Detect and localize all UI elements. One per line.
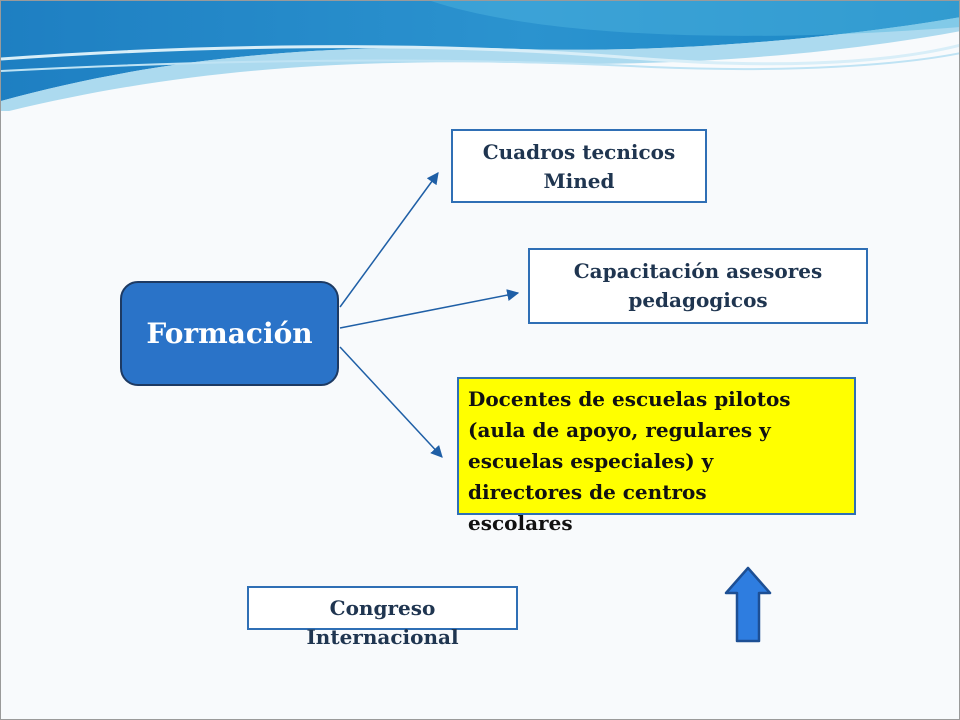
congreso-line-1: Congreso: [329, 596, 436, 620]
docentes-line: escolares: [468, 511, 573, 535]
cuadros-tecnicos-node: Cuadros tecnicos Mined: [451, 129, 707, 203]
formacion-label: Formación: [146, 317, 313, 350]
cuadros-line-2: Mined: [543, 169, 615, 193]
capacitacion-line-2: pedagogicos: [628, 288, 768, 312]
docentes-line: Docentes de escuelas pilotos: [468, 387, 791, 411]
capacitacion-node: Capacitación asesores pedagogicos: [528, 248, 868, 324]
up-arrow-icon: [724, 566, 772, 643]
arrow-to-docentes: [339, 346, 443, 458]
congreso-line-2: Internacional: [306, 625, 459, 649]
cuadros-line-1: Cuadros tecnicos: [482, 140, 676, 164]
arrow-to-capacitacion: [339, 289, 520, 329]
wave-banner: [1, 1, 959, 111]
capacitacion-line-1: Capacitación asesores: [573, 259, 823, 283]
docentes-line: escuelas especiales) y: [468, 449, 714, 473]
docentes-node: Docentes de escuelas pilotos (aula de ap…: [457, 377, 856, 535]
formacion-node: Formación: [120, 281, 339, 386]
docentes-line: (aula de apoyo, regulares y: [468, 418, 771, 442]
arrow-to-cuadros: [339, 172, 439, 308]
congreso-node: Congreso Internacional: [247, 586, 518, 649]
docentes-line: directores de centros: [468, 480, 707, 504]
